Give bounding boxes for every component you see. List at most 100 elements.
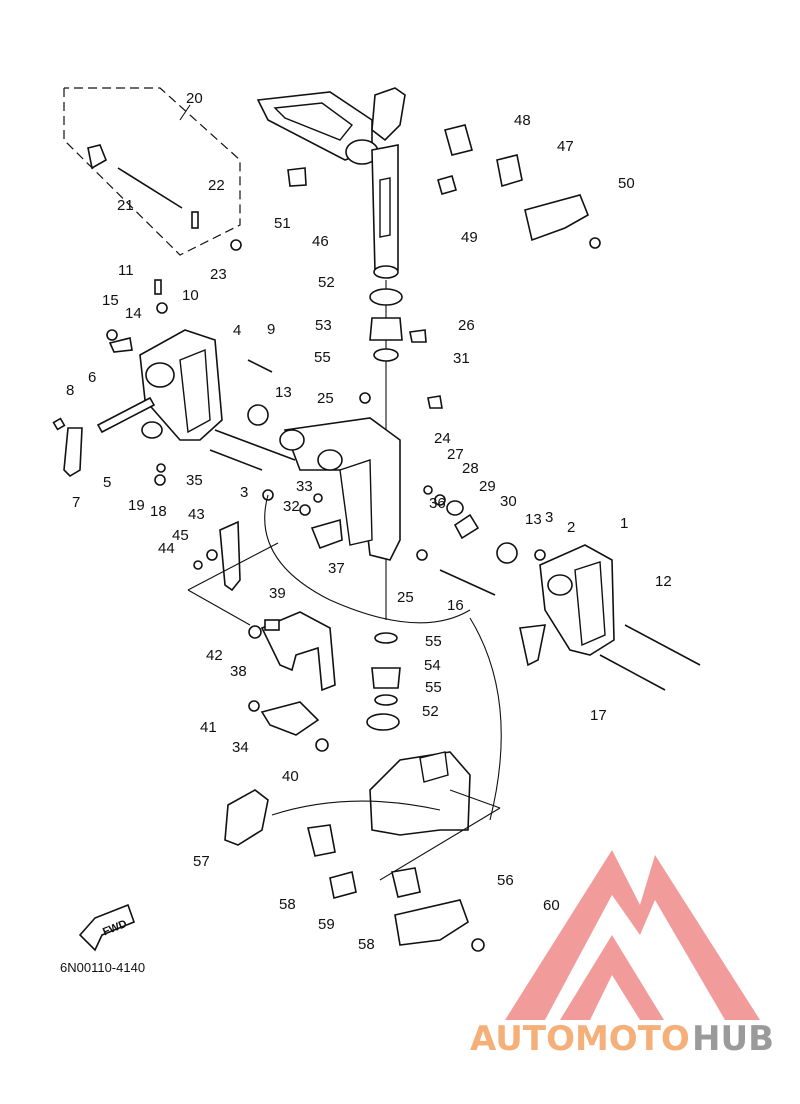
callout-38: 38 [230, 663, 247, 680]
callout-55: 55 [425, 679, 442, 696]
screw-44 [193, 560, 203, 570]
pad-5 [141, 421, 163, 439]
callout-29: 29 [479, 478, 496, 495]
clamp-bolt-6 [96, 396, 156, 434]
callout-34: 34 [232, 739, 249, 756]
nut-18 [156, 463, 166, 473]
callout-52: 52 [318, 274, 335, 291]
collar-52-top [369, 288, 403, 306]
part-59 [329, 871, 357, 899]
grease-nipple-25-top [359, 392, 371, 404]
callout-25: 25 [317, 390, 334, 407]
callout-39: 39 [269, 585, 286, 602]
part-51 [287, 167, 307, 187]
screw-30 [453, 513, 480, 540]
washer-19 [154, 474, 166, 486]
cover-56 [394, 899, 469, 946]
callout-45: 45 [172, 527, 189, 544]
callout-46: 46 [312, 233, 329, 250]
callout-22: 22 [208, 177, 225, 194]
watermark-brand-suffix: HUB [692, 1019, 774, 1059]
plate-34 [260, 701, 320, 736]
tilt-lock-38 [260, 611, 336, 692]
callout-3: 3 [545, 509, 553, 526]
callout-43: 43 [188, 506, 205, 523]
callout-42: 42 [206, 647, 223, 664]
through-bolt-12 [624, 624, 701, 666]
callout-53: 53 [315, 317, 332, 334]
callout-7: 7 [72, 494, 80, 511]
callout-35: 35 [186, 472, 203, 489]
tube-16 [439, 569, 496, 596]
callout-58: 58 [358, 936, 375, 953]
grease-nipple-25-bottom [416, 549, 428, 561]
watermark-brand-text: AUTOMOTO [470, 1019, 690, 1059]
bolt-60 [471, 938, 485, 952]
callout-16: 16 [447, 597, 464, 614]
fwd-arrow-icon: FWD [78, 903, 136, 952]
clamp-bracket-left-part [139, 329, 223, 441]
callout-19: 19 [128, 497, 145, 514]
spring-40 [315, 738, 329, 752]
callout-37: 37 [328, 560, 345, 577]
callout-44: 44 [158, 540, 175, 557]
bushing-54 [371, 667, 401, 689]
catalog-code: 6N00110-4140 [60, 960, 145, 975]
callout-4: 4 [233, 322, 241, 339]
callout-30: 30 [500, 493, 517, 510]
o-ring-55-top [373, 348, 399, 362]
callout-12: 12 [655, 573, 672, 590]
washer-3-right [534, 549, 546, 561]
callout-number-group: 1233456789101112131314151617181920212223… [66, 90, 672, 953]
callout-40: 40 [282, 768, 299, 785]
callout-17: 17 [590, 707, 607, 724]
group-20-boundary [63, 87, 241, 256]
callout-55: 55 [425, 633, 442, 650]
callout-10: 10 [182, 287, 199, 304]
cap-58-a [307, 824, 336, 857]
bolt-35-a [214, 429, 296, 461]
callout-24: 24 [434, 430, 451, 447]
part-20-bracket [87, 144, 108, 170]
callout-31: 31 [453, 350, 470, 367]
bushing-29 [446, 500, 464, 516]
callout-50: 50 [618, 175, 635, 192]
swivel-bracket-part [279, 417, 401, 561]
callout-58: 58 [279, 896, 296, 913]
callout-6: 6 [88, 369, 96, 386]
callout-33: 33 [296, 478, 313, 495]
nut-10 [156, 302, 168, 314]
callout-21: 21 [117, 197, 134, 214]
lower-mount-housing [369, 751, 471, 836]
pin-21-shaft [117, 167, 183, 209]
plate-14 [108, 337, 133, 353]
callout-13: 13 [275, 384, 292, 401]
callout-59: 59 [318, 916, 335, 933]
callout-41: 41 [200, 719, 217, 736]
callout-47: 47 [557, 138, 574, 155]
nut-15 [106, 329, 118, 341]
callout-26: 26 [458, 317, 475, 334]
callout-18: 18 [150, 503, 167, 520]
plate-37 [310, 518, 343, 550]
cap-48-b [496, 154, 523, 188]
callout-52: 52 [422, 703, 439, 720]
callout-49: 49 [461, 229, 478, 246]
callout-28: 28 [462, 460, 479, 477]
clamp-knob-7 [63, 427, 83, 478]
pin-8 [52, 417, 66, 431]
callout-20: 20 [186, 90, 203, 107]
part-41 [248, 700, 260, 712]
o-ring-55-mid [374, 632, 398, 644]
screw-32 [299, 504, 311, 516]
cover-47 [524, 194, 590, 242]
callout-1: 1 [620, 515, 628, 532]
pin-11 [154, 279, 162, 295]
callout-56: 56 [497, 872, 514, 889]
callout-14: 14 [125, 305, 142, 322]
clamp-bracket-right-part [539, 544, 615, 656]
spacer-13-left [247, 404, 269, 426]
tiller-handle-part [256, 87, 406, 165]
through-bolt-17 [599, 654, 666, 691]
callout-15: 15 [102, 292, 119, 309]
